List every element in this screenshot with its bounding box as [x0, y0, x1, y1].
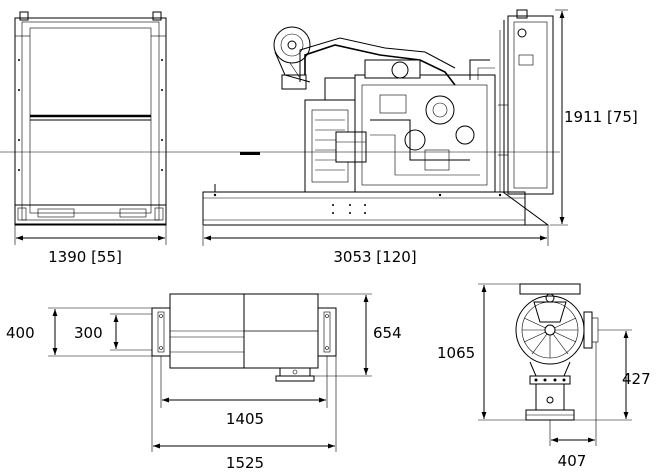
- dimension-front-width: [14, 225, 167, 245]
- dimension-elbow-407: [549, 342, 597, 446]
- label-muffler-654: 654: [373, 324, 402, 342]
- label-muffler-400: 400: [6, 324, 35, 342]
- label-front-width: 1390 [55]: [48, 248, 122, 266]
- exhaust-elbow: [515, 283, 599, 421]
- dimension-muffler-1525: [151, 356, 337, 452]
- label-muffler-1405: 1405: [226, 410, 264, 428]
- label-muffler-300: 300: [74, 324, 103, 342]
- dimension-muffler-1405: [160, 356, 328, 408]
- dimension-muffler-400: [48, 307, 152, 357]
- side-view-genset: [202, 9, 554, 226]
- label-side-height: 1911 [75]: [564, 108, 638, 126]
- dimension-side-height: [550, 9, 568, 226]
- label-muffler-1525: 1525: [226, 454, 264, 471]
- dimension-elbow-1065: [478, 283, 526, 421]
- dimension-elbow-427: [574, 329, 632, 421]
- dimension-side-length: [202, 226, 549, 246]
- label-side-length: 3053 [120]: [333, 248, 416, 266]
- muffler-silencer: [151, 293, 337, 382]
- front-view-genset: [14, 11, 167, 226]
- dimension-muffler-300: [110, 313, 152, 351]
- label-elbow-427: 427: [622, 370, 651, 388]
- dimension-muffler-654: [314, 293, 372, 377]
- label-elbow-407: 407: [558, 452, 587, 470]
- label-elbow-1065: 1065: [437, 344, 475, 362]
